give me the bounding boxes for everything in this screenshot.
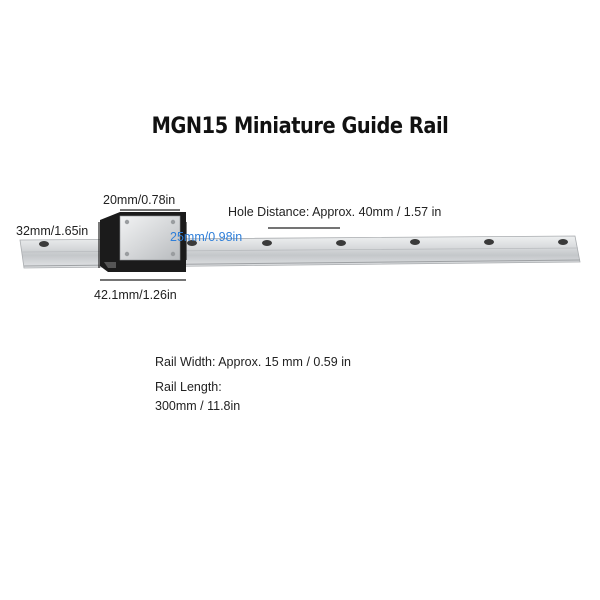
block-width-label: 20mm/0.78in xyxy=(103,193,176,207)
block-height-label: 32mm/1.65in xyxy=(16,224,89,238)
carriage-block xyxy=(100,212,186,272)
hole-distance-label: Hole Distance: Approx. 40mm / 1.57 in xyxy=(228,205,442,219)
rail-hole xyxy=(39,241,49,247)
dimension-lines xyxy=(98,209,340,281)
rail-hole xyxy=(410,239,420,245)
rail-hole xyxy=(484,239,494,245)
rail-width-spec: Rail Width: Approx. 15 mm / 0.59 in xyxy=(155,355,351,369)
block-base-label: 42.1mm/1.26in xyxy=(94,288,177,302)
rail-hole xyxy=(262,240,272,246)
product-title: MGN15 Miniature Guide Rail xyxy=(151,114,449,139)
block-length-label: 25mm/0.98in xyxy=(170,230,243,244)
rail-hole xyxy=(336,240,346,246)
rail-holes xyxy=(39,239,568,247)
rail-hole xyxy=(558,239,568,245)
rail-hole xyxy=(187,240,197,246)
rail-length-value: 300mm / 11.8in xyxy=(155,399,241,413)
rail-length-label: Rail Length: xyxy=(155,380,222,394)
